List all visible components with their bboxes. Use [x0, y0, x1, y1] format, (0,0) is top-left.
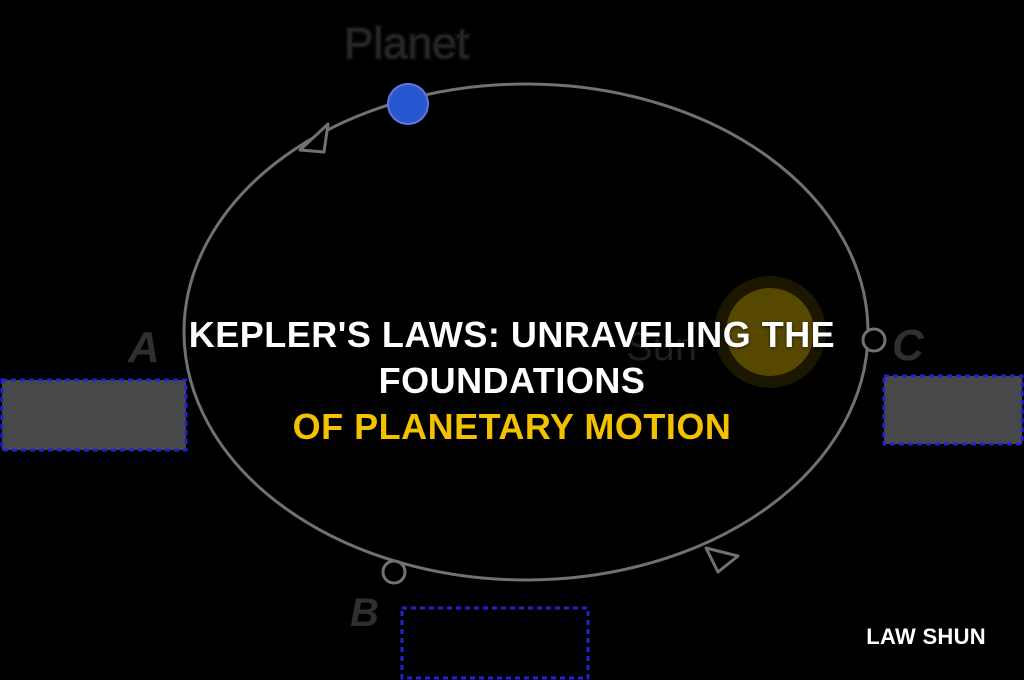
- planet: [387, 83, 429, 125]
- box-left: [0, 378, 188, 452]
- point-b-marker: [381, 559, 407, 585]
- orbit-direction-arrow-top: [298, 122, 330, 154]
- page-title: KEPLER'S LAWS: UNRAVELING THE FOUNDATION…: [112, 312, 912, 450]
- point-b-label: B: [350, 591, 379, 635]
- point-c-label: C: [892, 321, 925, 370]
- box-bottom: [400, 606, 590, 680]
- point-a-label: A: [127, 323, 160, 372]
- box-right: [882, 374, 1024, 446]
- sun-label: Sun: [626, 325, 697, 369]
- point-c-marker: [861, 327, 887, 353]
- sun: [726, 288, 814, 376]
- title-line-1: KEPLER'S LAWS: UNRAVELING THE FOUNDATION…: [188, 314, 836, 401]
- planet-label: Planet: [344, 19, 469, 68]
- orbit-direction-arrow-bottom: [704, 546, 740, 574]
- title-line-2: OF PLANETARY MOTION: [292, 406, 732, 447]
- brand-logo-text: LAW SHUN: [866, 624, 986, 649]
